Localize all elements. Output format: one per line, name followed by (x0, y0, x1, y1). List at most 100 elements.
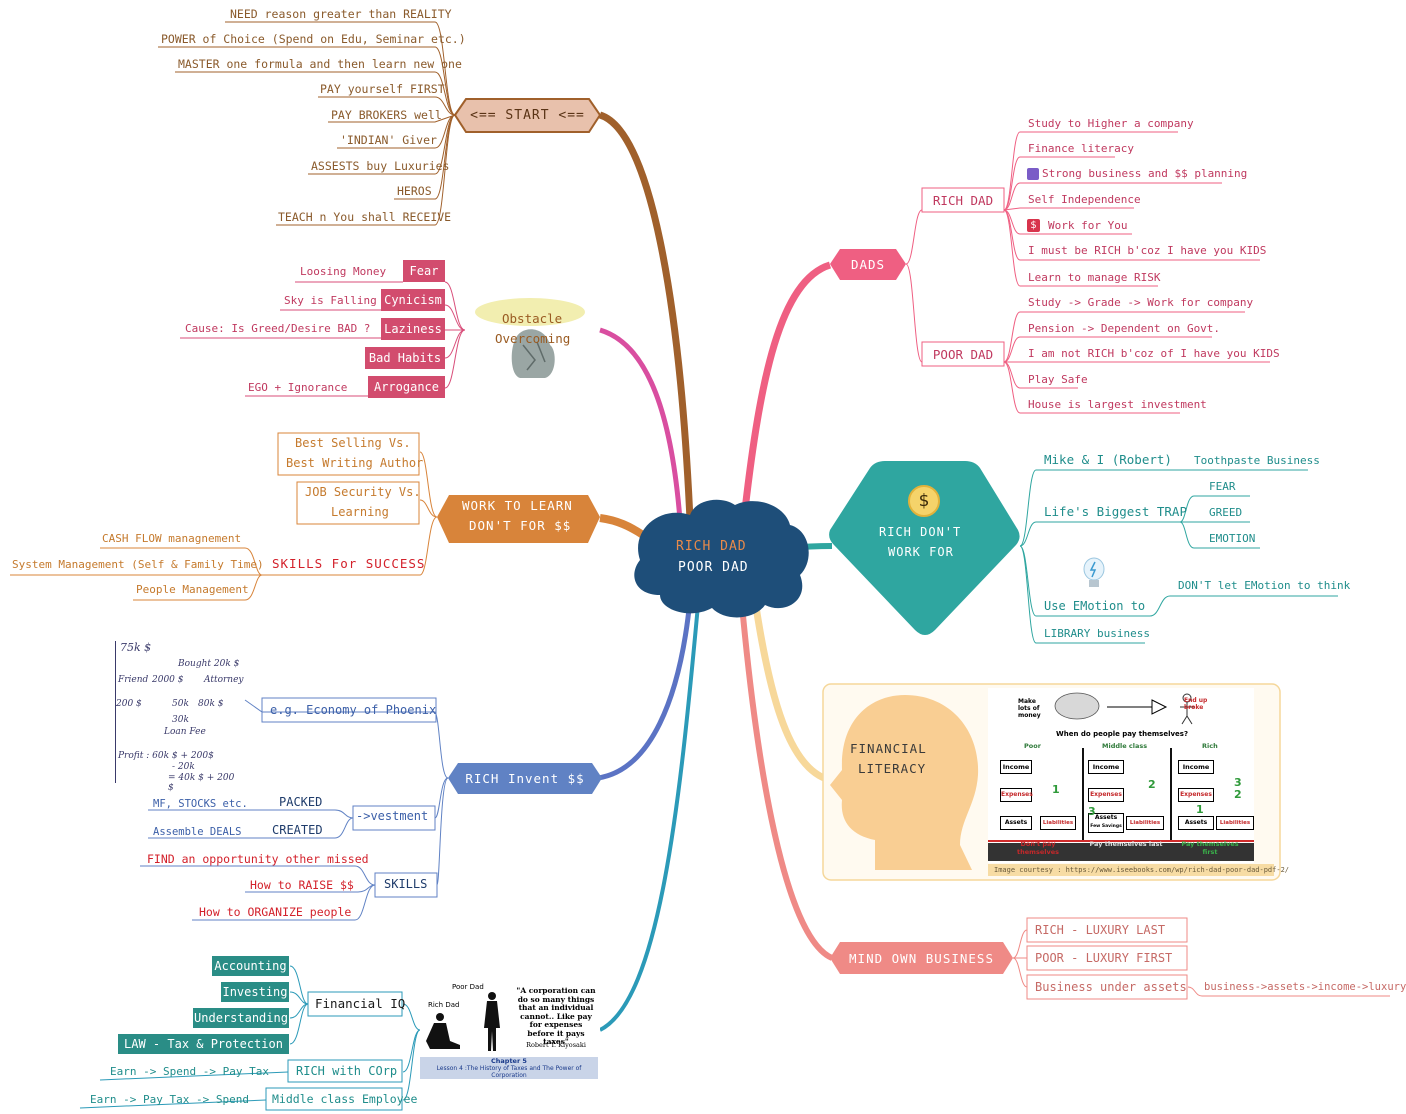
sketch-loanfee: Loan Fee (164, 727, 206, 737)
mind-lines (1012, 929, 1390, 997)
invent-investment: ->vestment (356, 809, 429, 823)
pencil-icon (1027, 168, 1039, 180)
mind-note: business->assets->income->luxury (1204, 981, 1406, 993)
start-item-6: 'INDIAN' Giver (340, 133, 437, 147)
fiq-corp: RICH with COrp (296, 1064, 398, 1078)
sketch-75k: 75k $ (120, 641, 152, 654)
invent-sketch: 75k $ Bought 20k $ Friend 2000 $ Attorne… (112, 635, 244, 793)
fl-mid-income: Income (1088, 760, 1124, 774)
sketch-30k: 30k (172, 715, 189, 725)
dads-lines (905, 131, 1270, 414)
fiq-quote: "A corporation can do so many things tha… (516, 986, 596, 1046)
start-item-7: ASSESTS buy Luxuries (311, 159, 450, 173)
sketch-bought: Bought 20k $ (178, 659, 240, 669)
fl-bottom-rich: Pay themselves first (1181, 840, 1239, 856)
rdw-toothpaste: Toothpaste Business (1194, 454, 1320, 467)
fiq-understanding: Understanding (193, 1008, 289, 1028)
invent-skill-3: How to ORGANIZE people (199, 905, 352, 919)
center-line-2: POOR DAD (678, 560, 749, 575)
work-hexagon (437, 495, 600, 543)
branch-mind (739, 604, 834, 961)
obstacle-image (465, 290, 600, 382)
fl-bottom-middle: Pay themselves last (1089, 840, 1163, 848)
fiq-middle-note: Earn -> Pay Tax -> Spend (90, 1093, 249, 1106)
fiq-box-outline (307, 991, 403, 1017)
mind-item-2: POOR - LUXURY FIRST (1035, 951, 1173, 965)
invent-packed: PACKED (279, 795, 323, 809)
start-title: <== START <== (470, 108, 585, 123)
fl-col-rich: Rich (1202, 742, 1218, 750)
fl-num-1: 1 (1052, 783, 1060, 796)
sketch-200: 200 $ (116, 699, 142, 709)
obstacle-fear: Fear (403, 260, 445, 282)
poor-item-2: Pension -> Dependent on Govt. (1028, 322, 1221, 335)
obstacle-title-2: Overcoming (495, 331, 571, 346)
mind-hexagon (830, 942, 1013, 974)
fiq-title: Financial IQ (315, 996, 406, 1011)
sketch-profit: Profit : 60k $ + 200$ (118, 751, 214, 761)
work-skill-2: System Management (Self & Family Time) (12, 558, 264, 571)
rich-item-4: Self Independence (1028, 193, 1141, 206)
rich-item-1: Study to Higher a company (1028, 117, 1194, 130)
fl-mid-liabilities: Liabilities (1126, 816, 1164, 830)
fl-poor-expenses: Expenses (1000, 788, 1033, 802)
middle-box-outline (265, 1087, 403, 1111)
work-skills: SKILLS For SUCCESS (272, 556, 426, 571)
obstacle-arrogance: Arrogance (368, 376, 445, 398)
invent-title: RICH Invent $$ (465, 771, 585, 786)
mind-item-3: Business under assets (1035, 980, 1187, 994)
obstacle-note-cynicism: Sky is Falling (284, 294, 377, 307)
dads-hexagon (830, 249, 906, 280)
fiq-lines (79, 965, 421, 1109)
fl-courtesy: Image courtesy : https://www.iseebooks.c… (988, 864, 1289, 876)
mind-box-1-outline (1026, 917, 1188, 943)
invent-mf: MF, STOCKS etc. (153, 798, 248, 810)
invent-created: CREATED (272, 823, 323, 837)
skills-box-outline (374, 872, 438, 898)
mind-box-3-outline (1026, 974, 1188, 1000)
rdw-mike: Mike & I (Robert) (1044, 452, 1172, 467)
fl-mid-assets-label: Assets (1094, 814, 1118, 821)
fl-poor-income: Income (1000, 760, 1032, 774)
fl-mid-expenses: Expenses (1088, 788, 1124, 802)
obstacle-note-arrogance: EGO + Ignorance (248, 381, 348, 394)
fiq-investing: Investing (221, 982, 289, 1002)
rdw-trap-fear: FEAR (1209, 480, 1236, 493)
fl-image-area (988, 688, 1254, 863)
fl-title-2: LITERACY (858, 761, 927, 776)
fiq-lesson: Lesson 4 :The History of Taxes and The P… (436, 1065, 582, 1079)
rich-item-6: I must be RICH b'coz I have you KIDS (1028, 244, 1267, 257)
obstacle-title-1: Obstacle (502, 311, 563, 326)
author-box-outline (277, 432, 420, 476)
start-item-8: HEROS (397, 184, 432, 198)
rich-item-5: Work for You (1048, 219, 1128, 232)
fl-head (830, 695, 979, 870)
rdw-trap-greed: GREED (1209, 506, 1243, 519)
fl-top-left: Make lots of money (1018, 698, 1041, 719)
fl-num-2a: 2 (1148, 778, 1156, 791)
investment-box-outline (352, 805, 436, 831)
work-job-1: JOB Security Vs. (305, 485, 421, 499)
fl-rich-liabilities: Liabilities (1216, 816, 1254, 830)
sketch-50k: 50k (172, 699, 189, 709)
fiq-corp-note: Earn -> Spend -> Pay Tax (110, 1065, 269, 1078)
fl-diagram: Make lots of money End up broke When do … (988, 688, 1254, 863)
fiq-img-rich: Rich Dad (428, 1001, 460, 1009)
rdw-trap: Life's Biggest TRAP (1044, 504, 1187, 519)
work-skill-1: CASH FLOW managnement (102, 532, 242, 545)
branch-obstacle (599, 327, 683, 521)
fiq-img-poor: Poor Dad (452, 983, 484, 991)
fl-question: When do people pay themselves? (1056, 730, 1189, 738)
rdw-title-2: WORK FOR (888, 545, 954, 559)
work-title-2: DON'T FOR $$ (469, 518, 572, 533)
work-title-1: WORK TO LEARN (462, 498, 573, 513)
poor-item-1: Study -> Grade -> Work for company (1028, 296, 1254, 309)
fl-num-3a: 3 (1088, 805, 1096, 818)
rdw-title-1: RICH DON'T (879, 525, 962, 539)
obstacle-note-fear: Loosing Money (300, 265, 387, 278)
fl-rich-assets: Assets (1178, 816, 1214, 830)
invent-hexagon (448, 763, 602, 794)
fl-mid-fewsavings: Few Savings (1090, 824, 1122, 829)
job-box-outline (296, 481, 420, 525)
